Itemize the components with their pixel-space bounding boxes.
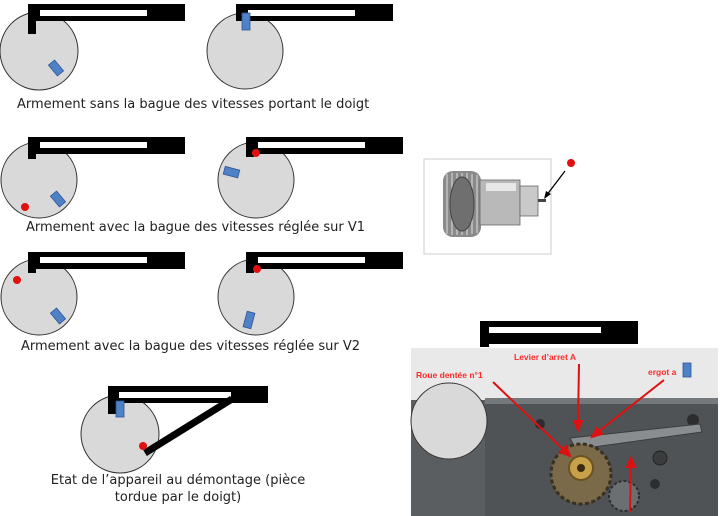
red-dot xyxy=(21,203,29,211)
disc xyxy=(0,258,78,336)
label-lever: Levier d’arret A xyxy=(514,352,576,362)
tab xyxy=(49,190,67,208)
row2-left-diagram xyxy=(0,137,185,219)
disc xyxy=(0,11,79,91)
bar-slot xyxy=(489,327,601,333)
caption-row3: Armement avec la bague des vitesses régl… xyxy=(21,339,360,354)
shaft-tip xyxy=(519,185,539,217)
row3-right-diagram xyxy=(217,252,403,336)
pin-marker xyxy=(682,362,692,378)
bar-slot xyxy=(258,257,365,263)
hole xyxy=(650,479,660,489)
bar-hook xyxy=(28,137,36,159)
red-dot xyxy=(253,265,261,273)
row2-right-diagram xyxy=(217,137,403,219)
knob-face xyxy=(449,176,475,232)
tab xyxy=(47,59,65,77)
gear-center xyxy=(577,464,585,472)
mechanism-photo: Roue dentée n°1 Levier d’arret A ergot a xyxy=(410,321,718,516)
red-arrows xyxy=(492,363,665,513)
bar-hook xyxy=(108,386,116,414)
caption-row2: Armement avec la bague des vitesses régl… xyxy=(26,220,365,235)
caption-row1: Armement sans la bague des vitesses port… xyxy=(17,97,370,112)
row1-right-diagram xyxy=(206,4,393,90)
hole xyxy=(652,450,668,466)
row3-left-diagram xyxy=(0,252,185,336)
bar-slot xyxy=(40,10,147,16)
bar-hook xyxy=(246,137,254,157)
disc xyxy=(410,382,488,460)
bar-slot xyxy=(258,142,365,148)
tab xyxy=(49,307,67,325)
bar-slot xyxy=(119,392,231,398)
pointer-head xyxy=(544,191,551,199)
caption-row4: Etat de l’appareil au démontage (pièce t… xyxy=(50,473,306,505)
hole xyxy=(535,419,545,429)
hole xyxy=(687,414,699,426)
bar-hook xyxy=(246,252,254,273)
red-dot xyxy=(139,442,147,450)
pin xyxy=(538,199,546,202)
tab xyxy=(242,310,256,330)
bar-hook xyxy=(480,321,489,347)
tab xyxy=(222,165,241,179)
tab xyxy=(115,400,125,418)
red-dot xyxy=(13,276,21,284)
row4-diagram xyxy=(80,386,268,474)
bar-slot xyxy=(40,142,147,148)
ring-photo xyxy=(423,158,575,255)
gear-small xyxy=(608,480,640,512)
shaft-highlight xyxy=(486,183,516,191)
bar-hook xyxy=(28,4,36,34)
bar-hook xyxy=(28,252,36,273)
bar-slot xyxy=(40,257,147,263)
bar-slot xyxy=(248,10,355,16)
tab xyxy=(241,12,251,31)
label-wheel: Roue dentée n°1 xyxy=(416,370,483,380)
pointer-line xyxy=(545,170,566,197)
plate-edge xyxy=(485,398,718,404)
red-dot xyxy=(252,149,260,157)
bent-arm xyxy=(143,396,234,456)
label-pin: ergot a xyxy=(648,367,677,377)
row1-left-diagram xyxy=(0,4,185,91)
red-dot xyxy=(567,159,575,167)
